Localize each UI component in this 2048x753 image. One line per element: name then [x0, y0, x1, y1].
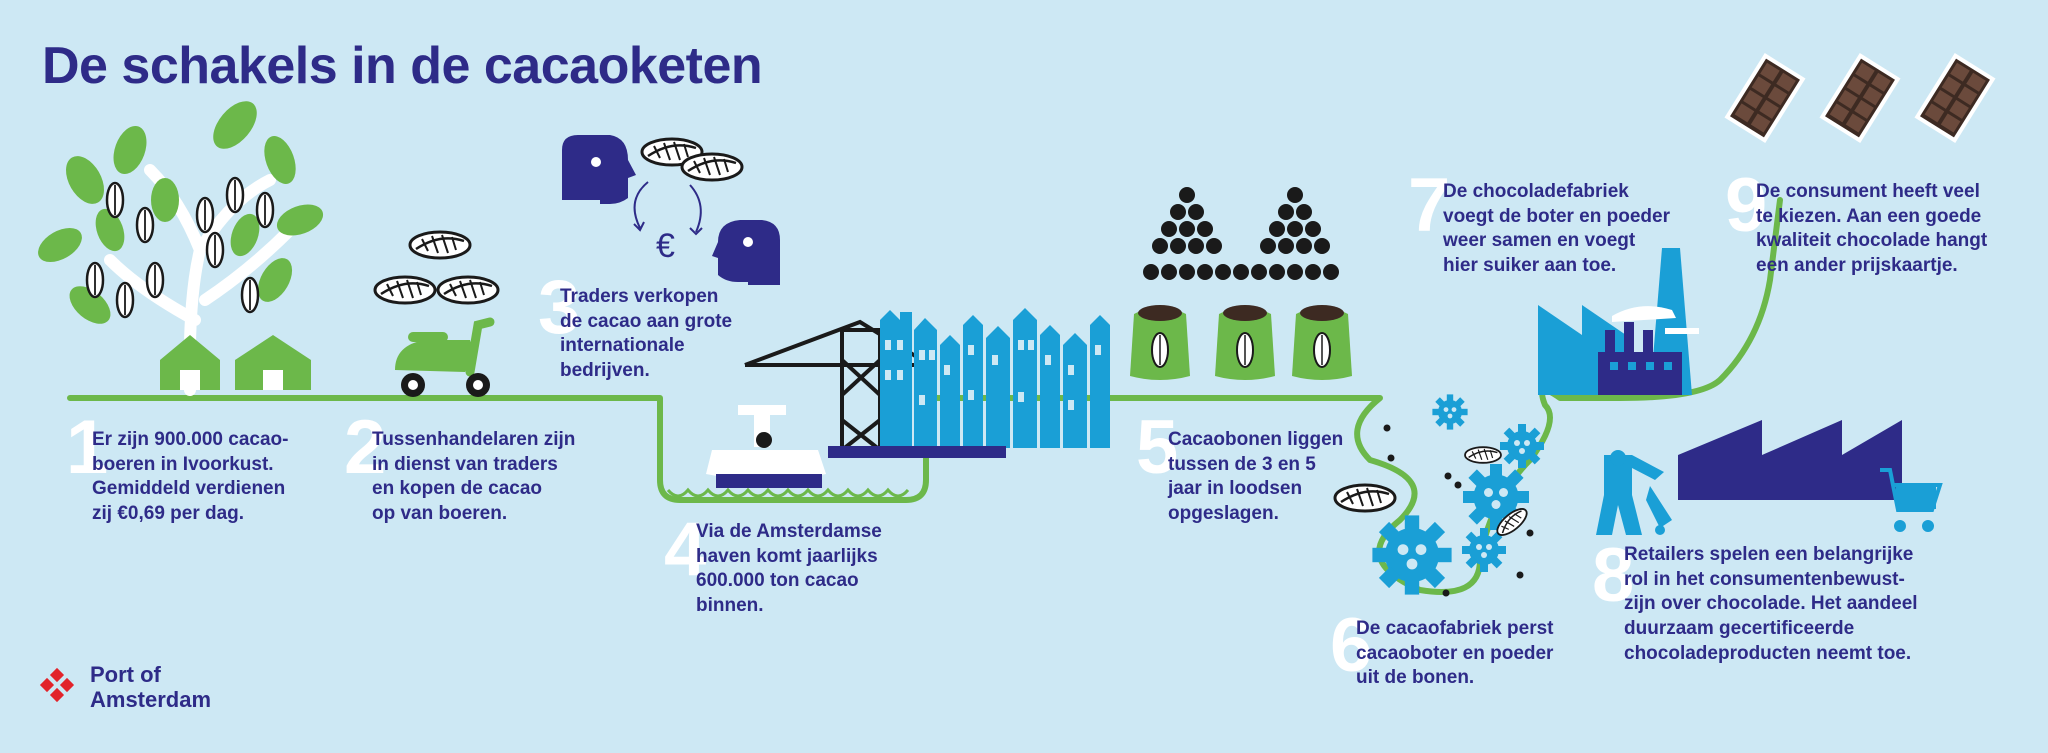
ship-icon	[706, 405, 826, 488]
step-8-text: Retailers spelen een belangrijke rol in …	[1624, 544, 1918, 664]
trader-head-icon	[562, 135, 780, 285]
step-2-number: 2	[344, 405, 387, 490]
step-3-text: Traders verkopen de cacao aan grote inte…	[560, 286, 733, 382]
logo-text: Port of Amsterdam	[90, 662, 212, 713]
step-3-number: 3	[538, 265, 581, 350]
step-2-text: Tussenhandelaren zijn in dienst van trad…	[372, 429, 576, 525]
warehouse-icon	[1596, 420, 1902, 535]
step-4-number: 4	[664, 507, 707, 592]
chocolate-bar-icon	[1724, 53, 1996, 143]
step-5-number: 5	[1136, 405, 1179, 490]
port-logo-icon	[39, 667, 75, 703]
shopping-cart-icon	[1880, 468, 1943, 532]
euro-symbol: €	[656, 227, 675, 265]
step-9-number: 9	[1725, 163, 1768, 248]
step-9-text: De consument heeft veel te kiezen. Aan e…	[1756, 181, 1988, 277]
factory-icon	[1538, 248, 1699, 395]
page-title: De schakels in de cacaoketen	[42, 37, 763, 95]
step-6-text: De cacaofabriek perst cacaoboter en poed…	[1356, 618, 1554, 689]
scooter-icon	[395, 317, 495, 397]
step-5-text: Cacaobonen liggen tussen de 3 en 5 jaar …	[1168, 429, 1344, 525]
step-4-text: Via de Amsterdamse haven komt jaarlijks …	[696, 521, 882, 617]
cacao-tree-icon	[38, 101, 324, 396]
gear-icon	[1372, 394, 1544, 595]
step-8-number: 8	[1592, 533, 1635, 618]
cacao-sack-icon	[1129, 304, 1353, 381]
step-7-text: De chocoladefabriek voegt de boter en po…	[1443, 181, 1670, 277]
step-6-number: 6	[1330, 603, 1373, 688]
step-1-number: 1	[66, 405, 109, 490]
step-1-text: Er zijn 900.000 cacao- boeren in Ivoorku…	[92, 429, 289, 525]
canal-houses-icon	[828, 308, 1110, 458]
bean-pile-icon	[1143, 187, 1339, 280]
step-7-number: 7	[1408, 163, 1451, 248]
